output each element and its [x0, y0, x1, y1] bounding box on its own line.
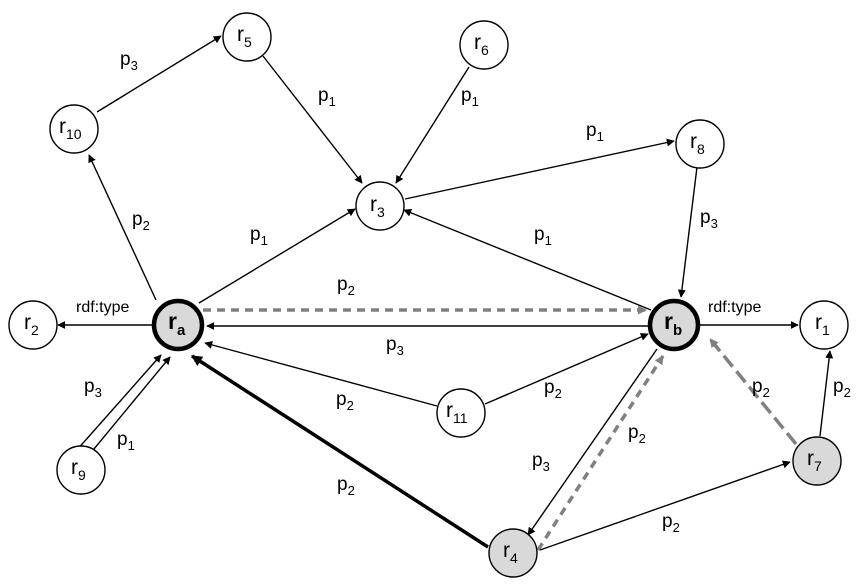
node-r4[interactable]: r4	[488, 528, 538, 578]
edge-r5-r3: p1	[262, 55, 363, 184]
edge-r4-rb-dashed: p2	[536, 355, 665, 551]
edge-label: p1	[117, 429, 135, 453]
edge-r6-r3: p1	[395, 66, 479, 184]
edge-label: p1	[586, 120, 604, 144]
edge-r10-r5: p3	[96, 35, 222, 113]
edge-label: p1	[250, 224, 268, 248]
svg-text:r1: r1	[815, 311, 830, 338]
node-r10[interactable]: r10	[49, 104, 99, 154]
svg-text:r6: r6	[474, 31, 489, 58]
edge-label: p3	[700, 207, 718, 231]
edge-label: p2	[132, 209, 150, 233]
edge-label: p1	[318, 85, 336, 109]
edge-label: p2	[337, 274, 355, 298]
edge-r8-rb: p3	[677, 166, 718, 298]
edge-r9-ra-p1: p1	[88, 356, 171, 456]
svg-text:r3: r3	[370, 193, 385, 220]
edge-label: p2	[662, 511, 680, 535]
edge-label: rdf:type	[708, 299, 761, 316]
edge-label: rdf:type	[76, 299, 129, 316]
edge-label: p2	[336, 389, 354, 413]
edge-label: p3	[84, 376, 102, 400]
svg-text:r5: r5	[237, 23, 252, 50]
edge-r3-r8: p1	[404, 120, 675, 200]
node-r5[interactable]: r5	[222, 12, 272, 62]
node-r8[interactable]: r8	[675, 119, 725, 169]
edge-r11-ra: p2	[204, 341, 438, 413]
node-r2[interactable]: r2	[8, 300, 58, 350]
node-ra[interactable]: ra	[151, 298, 205, 352]
edge-rb-r4: p3	[527, 348, 658, 536]
edge-label: p3	[386, 334, 404, 358]
edge-label: p2	[544, 377, 562, 401]
svg-text:r11: r11	[446, 399, 468, 426]
edge-r7-r1: p2	[819, 350, 851, 437]
svg-text:r7: r7	[807, 447, 822, 474]
edge-label: p1	[461, 85, 479, 109]
edge-r4-ra-bold: p2	[191, 354, 489, 549]
node-r3[interactable]: r3	[355, 181, 405, 231]
edge-r4-r7: p2	[539, 460, 791, 551]
edge-label: p2	[337, 474, 355, 498]
edge-label: p1	[534, 224, 552, 248]
edge-label: p3	[120, 49, 138, 73]
svg-text:r2: r2	[24, 311, 39, 338]
edge-ra-r2: rdf:type	[57, 299, 152, 329]
svg-text:rb: rb	[664, 308, 682, 339]
edge-label: p2	[833, 376, 851, 400]
edge-ra-r3: p1	[198, 208, 356, 304]
svg-text:ra: ra	[168, 308, 186, 339]
edge-rb-ra: p3	[206, 322, 648, 358]
node-r1[interactable]: r1	[799, 300, 849, 350]
node-r7[interactable]: r7	[792, 436, 842, 486]
node-rb[interactable]: rb	[647, 298, 701, 352]
nodes: ra rb r1 r2 r3 r4 r5 r6	[8, 12, 849, 578]
edges: p2 p3 p1 p1 p1 p3 p1	[57, 35, 851, 551]
edge-r7-rb-dashed: p2	[708, 337, 798, 446]
edge-label: p3	[532, 450, 550, 474]
node-r6[interactable]: r6	[459, 20, 509, 70]
edge-r11-rb: p2	[484, 333, 649, 405]
node-r11[interactable]: r11	[436, 388, 486, 438]
svg-text:r8: r8	[690, 130, 705, 157]
edge-r9-ra-p3: p3	[75, 354, 162, 452]
node-r9[interactable]: r9	[56, 445, 106, 495]
svg-text:r9: r9	[71, 456, 86, 483]
edge-rb-r3: p1	[403, 208, 652, 311]
edge-label: p2	[628, 422, 646, 446]
edge-label: p2	[752, 376, 770, 400]
edge-rb-r1: rdf:type	[700, 299, 799, 329]
edge-ra-rb-dashed: p2	[203, 274, 647, 315]
edge-ra-r10: p2	[88, 154, 157, 301]
svg-text:r4: r4	[503, 539, 518, 566]
svg-text:r10: r10	[59, 115, 82, 142]
